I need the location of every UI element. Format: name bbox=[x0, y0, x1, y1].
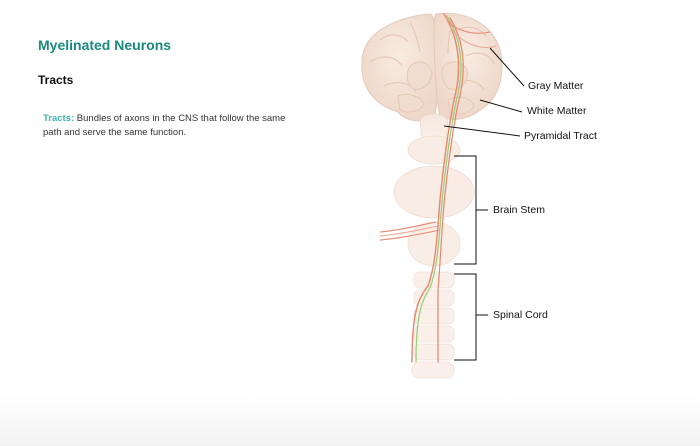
label-white-matter: White Matter bbox=[527, 105, 587, 117]
definition-paragraph: Tracts: Bundles of axons in the CNS that… bbox=[43, 112, 293, 140]
spinal-segments bbox=[411, 271, 455, 379]
page-title: Myelinated Neurons bbox=[38, 37, 172, 53]
label-brain-stem: Brain Stem bbox=[493, 204, 545, 216]
brain-spinal-diagram: Gray Matter White Matter Pyramidal Tract… bbox=[340, 0, 700, 446]
diagram-illustration bbox=[361, 12, 525, 379]
definition-text: Bundles of axons in the CNS that follow … bbox=[43, 113, 286, 138]
definition-term: Tracts: bbox=[43, 113, 75, 124]
gyri-detail bbox=[369, 19, 495, 93]
leader-lines bbox=[443, 47, 525, 361]
label-gray-matter: Gray Matter bbox=[528, 80, 584, 92]
pyramidal-tract bbox=[411, 13, 497, 363]
section-heading: Tracts bbox=[38, 73, 74, 87]
pons-segment-2 bbox=[393, 165, 475, 219]
right-hemisphere bbox=[433, 12, 503, 120]
inner-structures bbox=[397, 61, 475, 115]
label-pyramidal-tract: Pyramidal Tract bbox=[524, 130, 597, 142]
crossing-fibers bbox=[379, 221, 441, 241]
label-spinal-cord: Spinal Cord bbox=[493, 309, 548, 321]
